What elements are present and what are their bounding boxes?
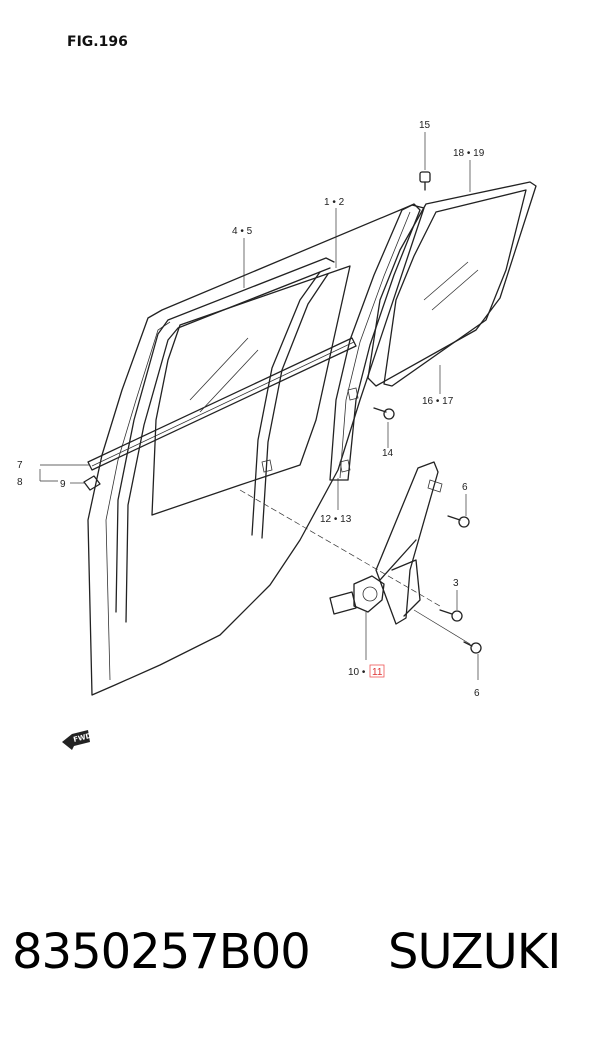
regulator-bracket bbox=[427, 479, 443, 493]
center-sash-rear bbox=[261, 273, 329, 539]
caption-area bbox=[0, 865, 600, 1040]
clip-9-icon bbox=[83, 475, 101, 491]
callout-16-17: 16 • 17 bbox=[422, 396, 454, 407]
door-inner-edge bbox=[105, 321, 171, 681]
callout-7: 7 bbox=[17, 460, 23, 471]
figure-title: FIG.196 bbox=[67, 34, 128, 50]
regulator-motor-icon bbox=[329, 575, 385, 615]
callout-10: 10 • bbox=[348, 667, 366, 678]
callout-6-upper: 6 bbox=[462, 482, 468, 493]
bolt-6-upper-icon bbox=[447, 515, 470, 528]
bolt-14-icon bbox=[373, 407, 395, 420]
quarter-glass-glare-2 bbox=[431, 269, 479, 311]
window-regulator-arm bbox=[375, 461, 439, 625]
callout-8: 8 bbox=[17, 477, 23, 488]
callout-14: 14 bbox=[382, 448, 394, 459]
channel-bracket-upper bbox=[347, 387, 359, 401]
part-number: 8350257B00 bbox=[12, 924, 311, 980]
front-door-glass bbox=[151, 265, 351, 516]
front-sash-channel bbox=[115, 257, 335, 623]
callout-4-5: 4 • 5 bbox=[232, 226, 253, 237]
callout-11: 11 bbox=[372, 667, 383, 678]
leader-lines bbox=[39, 132, 479, 680]
rear-run-channel bbox=[329, 203, 421, 481]
quarter-window-glass bbox=[383, 189, 527, 387]
bolt-3-icon bbox=[439, 609, 463, 622]
screw-15-icon bbox=[419, 171, 431, 191]
callout-1-2: 1 • 2 bbox=[324, 197, 345, 208]
door-belt-molding bbox=[87, 337, 357, 471]
regulator-cross-arm bbox=[379, 539, 421, 617]
callout-6-lower: 6 bbox=[474, 688, 480, 699]
parts-diagram: FIG.196 bbox=[17, 34, 537, 750]
center-sash bbox=[251, 271, 321, 536]
belt-molding-inner bbox=[91, 341, 355, 467]
channel-bracket-lower bbox=[339, 459, 351, 473]
callout-9: 9 bbox=[60, 479, 66, 490]
glass-glare-2 bbox=[199, 349, 259, 413]
bolt-6-lower-icon bbox=[463, 641, 482, 654]
center-sash-tab bbox=[261, 459, 273, 473]
callout-11-highlight-box bbox=[369, 664, 385, 678]
quarter-weatherstrip bbox=[367, 181, 537, 387]
forward-arrow-icon: FWD bbox=[62, 730, 92, 750]
door-window-diagram-svg: FIG.196 bbox=[17, 34, 537, 750]
callout-3: 3 bbox=[453, 578, 459, 589]
rear-run-channel-inner bbox=[339, 211, 411, 479]
callout-18-19: 18 • 19 bbox=[453, 148, 485, 159]
glass-glare-1 bbox=[189, 337, 249, 401]
callout-12-13: 12 • 13 bbox=[320, 514, 352, 525]
callout-15: 15 bbox=[419, 120, 431, 131]
door-outer-panel bbox=[87, 204, 425, 696]
quarter-glass-glare-1 bbox=[423, 261, 469, 301]
brand-name: SUZUKI bbox=[388, 924, 561, 980]
